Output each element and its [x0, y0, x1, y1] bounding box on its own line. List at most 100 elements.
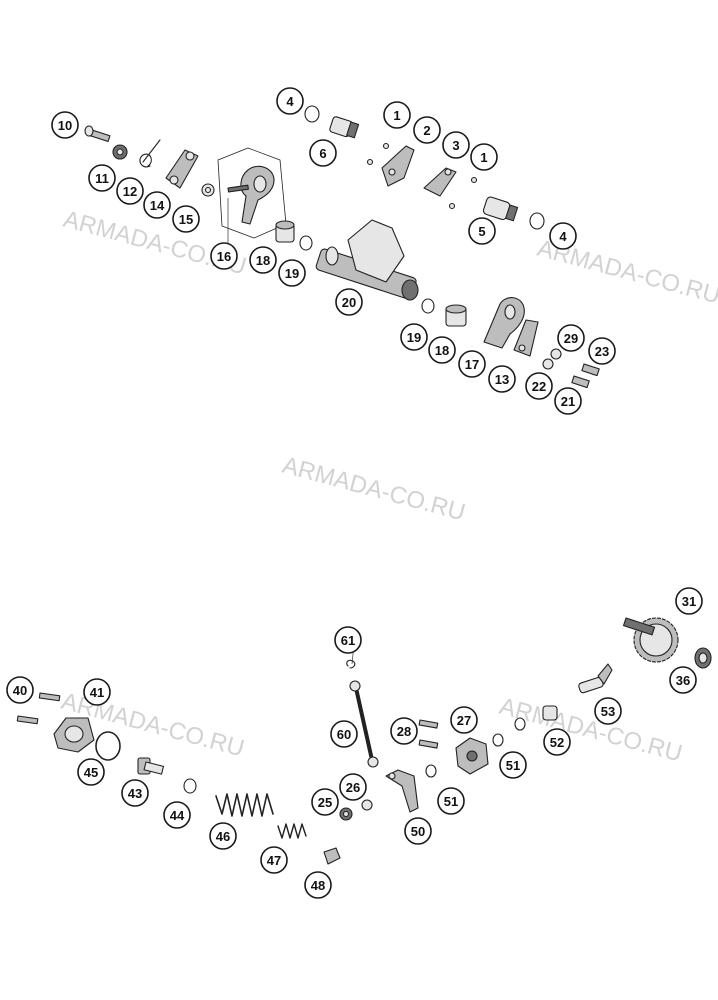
callout-20[interactable]: 20 — [335, 288, 363, 316]
callout-3[interactable]: 3 — [442, 131, 470, 159]
callout-label: 1 — [393, 108, 400, 123]
callout-27[interactable]: 27 — [450, 706, 478, 734]
part-ring-19b — [421, 298, 435, 314]
callout-circle — [51, 111, 79, 139]
callout-44[interactable]: 44 — [163, 801, 191, 829]
callout-15[interactable]: 15 — [172, 205, 200, 233]
callout-1[interactable]: 1 — [383, 101, 411, 129]
callout-circle — [437, 787, 465, 815]
callout-60[interactable]: 60 — [330, 720, 358, 748]
callout-circle — [334, 626, 362, 654]
part-bolt-28a — [418, 719, 439, 729]
callout-label: 40 — [13, 683, 27, 698]
callout-36[interactable]: 36 — [669, 666, 697, 694]
callout-25[interactable]: 25 — [311, 788, 339, 816]
part-nut-25 — [339, 807, 353, 821]
callout-circle — [557, 324, 585, 352]
callout-label: 14 — [150, 198, 165, 213]
callout-50[interactable]: 50 — [404, 817, 432, 845]
callout-label: 18 — [435, 343, 449, 358]
callout-circle — [6, 676, 34, 704]
callout-label: 3 — [452, 138, 459, 153]
callout-label: 60 — [337, 727, 351, 742]
callout-4[interactable]: 4 — [276, 87, 304, 115]
callout-label: 2 — [423, 123, 430, 138]
lower-assembly — [16, 617, 712, 865]
part-housing-27 — [455, 737, 489, 775]
callout-label: 44 — [170, 808, 185, 823]
part-washer-51b — [492, 733, 504, 747]
callout-29[interactable]: 29 — [557, 324, 585, 352]
callout-51[interactable]: 51 — [437, 787, 465, 815]
callout-11[interactable]: 11 — [88, 164, 116, 192]
part-housing-41 — [53, 717, 95, 753]
callout-10[interactable]: 10 — [51, 111, 79, 139]
callout-circle — [413, 116, 441, 144]
part-ring-44 — [183, 778, 197, 794]
callout-circle — [210, 242, 238, 270]
callout-label: 36 — [676, 673, 690, 688]
part-ring-19a — [299, 235, 313, 251]
callout-21[interactable]: 21 — [554, 387, 582, 415]
callout-53[interactable]: 53 — [594, 697, 622, 725]
callout-circle — [458, 350, 486, 378]
callout-2[interactable]: 2 — [413, 116, 441, 144]
callout-circle — [543, 728, 571, 756]
callout-label: 51 — [444, 794, 458, 809]
callout-43[interactable]: 43 — [121, 779, 149, 807]
callout-label: 4 — [286, 94, 294, 109]
callout-circle — [549, 222, 577, 250]
callout-circle — [499, 751, 527, 779]
callout-label: 11 — [95, 171, 109, 186]
part-sensor-5 — [482, 196, 519, 222]
callout-label: 29 — [564, 331, 578, 346]
callout-19[interactable]: 19 — [400, 323, 428, 351]
callout-circle — [309, 139, 337, 167]
part-bushing-18b — [445, 304, 467, 327]
part-spring-46 — [215, 793, 274, 817]
callout-40[interactable]: 40 — [6, 676, 34, 704]
part-nut-11 — [112, 144, 128, 160]
part-shift-drum-20 — [315, 219, 419, 301]
callout-label: 53 — [601, 704, 615, 719]
callout-label: 45 — [84, 765, 98, 780]
callout-51[interactable]: 51 — [499, 751, 527, 779]
callout-52[interactable]: 52 — [543, 728, 571, 756]
part-bushing-52 — [542, 705, 558, 721]
callout-22[interactable]: 22 — [525, 372, 553, 400]
callout-31[interactable]: 31 — [675, 587, 703, 615]
callout-18[interactable]: 18 — [428, 336, 456, 364]
callout-label: 52 — [550, 735, 564, 750]
callout-label: 23 — [595, 344, 609, 359]
callout-28[interactable]: 28 — [390, 717, 418, 745]
callout-circle — [88, 164, 116, 192]
callout-label: 41 — [90, 685, 104, 700]
callout-17[interactable]: 17 — [458, 350, 486, 378]
callout-23[interactable]: 23 — [588, 337, 616, 365]
callout-5[interactable]: 5 — [468, 217, 496, 245]
callout-4[interactable]: 4 — [549, 222, 577, 250]
callout-18[interactable]: 18 — [249, 246, 277, 274]
callout-label: 19 — [407, 330, 421, 345]
callout-61[interactable]: 61 — [334, 626, 362, 654]
callout-13[interactable]: 13 — [488, 365, 516, 393]
callout-12[interactable]: 12 — [116, 177, 144, 205]
callout-circle — [594, 697, 622, 725]
callout-19[interactable]: 19 — [278, 259, 306, 287]
callout-26[interactable]: 26 — [339, 773, 367, 801]
callout-16[interactable]: 16 — [210, 242, 238, 270]
callout-6[interactable]: 6 — [309, 139, 337, 167]
callout-47[interactable]: 47 — [260, 846, 288, 874]
callout-14[interactable]: 14 — [143, 191, 171, 219]
callout-label: 12 — [123, 184, 137, 199]
callout-1[interactable]: 1 — [470, 143, 498, 171]
callout-45[interactable]: 45 — [77, 758, 105, 786]
callout-circle — [311, 788, 339, 816]
part-lever-3 — [423, 167, 478, 210]
callout-label: 13 — [495, 372, 509, 387]
callout-48[interactable]: 48 — [304, 871, 332, 899]
callout-label: 28 — [397, 724, 411, 739]
callout-41[interactable]: 41 — [83, 678, 111, 706]
callout-46[interactable]: 46 — [209, 822, 237, 850]
callout-label: 25 — [318, 795, 332, 810]
